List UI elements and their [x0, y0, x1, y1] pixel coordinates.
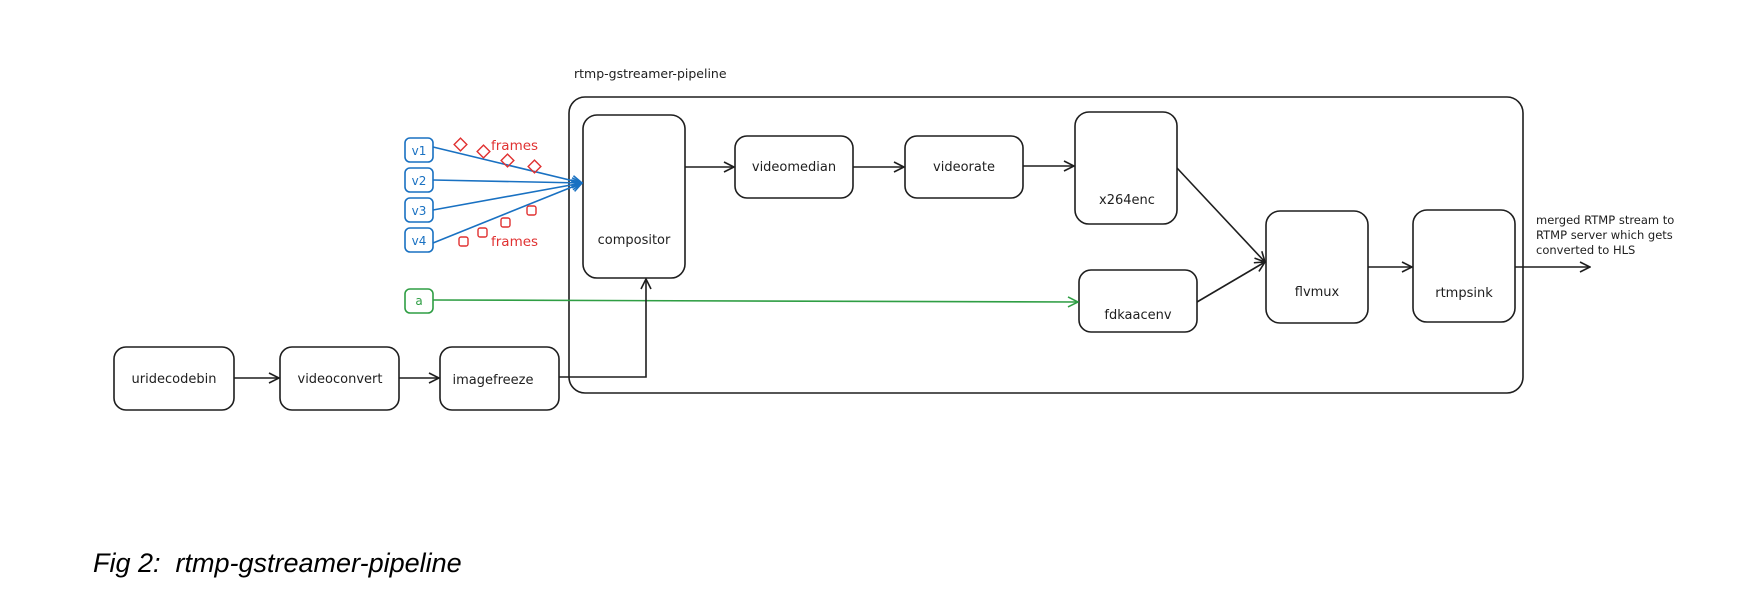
- input-label: a: [415, 294, 422, 308]
- output-note: merged RTMP stream to RTMP server which …: [1536, 213, 1674, 257]
- node-label: videorate: [933, 160, 995, 175]
- node-label: fdkaacenv: [1104, 308, 1171, 323]
- edge-v1-compositor: [432, 146, 582, 183]
- edge-imagefreeze-compositor: [559, 279, 646, 378]
- node-fdkaacenv[interactable]: fdkaacenv: [1078, 269, 1198, 333]
- edge-a-fdkaacenv: [432, 300, 1078, 302]
- node-videorate[interactable]: videorate: [904, 135, 1024, 199]
- output-note-line: RTMP server which gets: [1536, 228, 1673, 242]
- input-v3[interactable]: v3: [404, 197, 434, 223]
- input-v1[interactable]: v1: [404, 137, 434, 163]
- edge-v2-compositor: [432, 180, 582, 183]
- container-label: rtmp-gstreamer-pipeline: [574, 66, 727, 81]
- node-videoconvert[interactable]: videoconvert: [279, 346, 400, 411]
- edge-fdkaacenv-flvmux: [1196, 262, 1265, 303]
- node-imagefreeze[interactable]: imagefreeze: [439, 346, 560, 411]
- input-label: v3: [412, 204, 427, 218]
- input-label: v2: [412, 174, 427, 188]
- node-label: imagefreeze: [453, 373, 534, 388]
- node-videomedian[interactable]: videomedian: [734, 135, 854, 199]
- node-label: rtmpsink: [1435, 286, 1493, 301]
- output-note-line: converted to HLS: [1536, 243, 1635, 257]
- input-label: v1: [412, 144, 427, 158]
- node-uridecodebin[interactable]: uridecodebin: [113, 346, 235, 411]
- node-label: compositor: [598, 233, 671, 248]
- edge-v4-compositor: [432, 183, 582, 244]
- node-label: x264enc: [1099, 193, 1155, 208]
- figure-caption: Fig 2: rtmp-gstreamer-pipeline: [93, 548, 462, 578]
- input-label: v4: [412, 234, 427, 248]
- node-rtmpsink[interactable]: rtmpsink: [1412, 209, 1516, 323]
- node-label: videomedian: [752, 160, 836, 175]
- edge-v3-compositor: [432, 183, 582, 211]
- node-x264enc[interactable]: x264enc: [1074, 111, 1178, 225]
- input-v4[interactable]: v4: [404, 227, 434, 253]
- output-note-line: merged RTMP stream to: [1536, 213, 1674, 227]
- node-compositor[interactable]: compositor: [582, 114, 686, 279]
- node-label: videoconvert: [298, 372, 383, 387]
- frame-markers-top: [453, 137, 542, 174]
- frames-label-top: frames: [491, 138, 538, 154]
- input-a[interactable]: a: [404, 288, 434, 314]
- edge-x264enc-flvmux: [1176, 167, 1265, 262]
- node-label: flvmux: [1295, 285, 1340, 300]
- node-label: uridecodebin: [132, 372, 217, 387]
- pipeline-container: [568, 96, 1524, 394]
- frames-label-bottom: frames: [491, 234, 538, 250]
- frame-markers-bottom: [458, 205, 537, 247]
- node-flvmux[interactable]: flvmux: [1265, 210, 1369, 324]
- input-v2[interactable]: v2: [404, 167, 434, 193]
